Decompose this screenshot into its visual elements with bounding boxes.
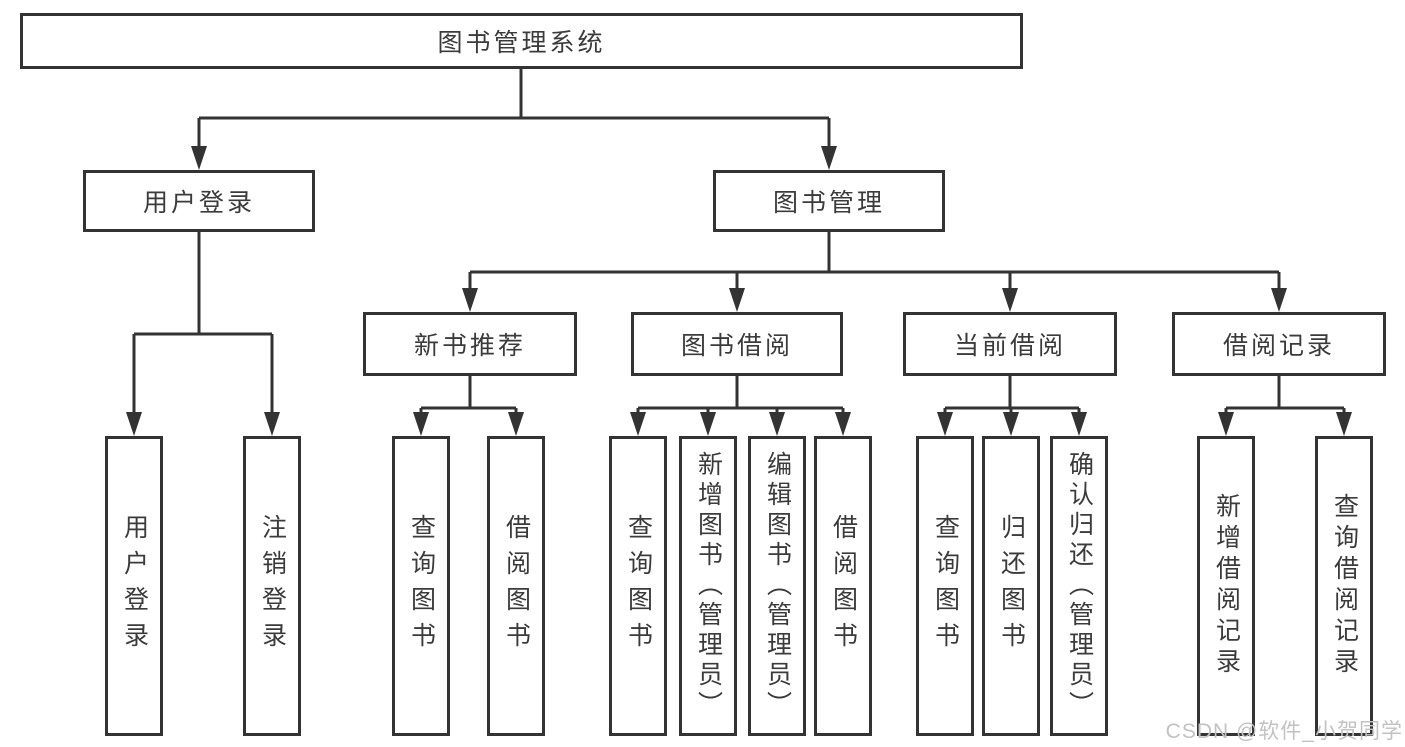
leaf-add-book-admin-label: 新增图书（管理员）: [694, 451, 723, 721]
arrowhead: [508, 412, 524, 436]
arrowhead: [1002, 288, 1018, 312]
arrowhead: [264, 412, 280, 436]
leaf-add-borrow-record: 新增借阅记录: [1197, 436, 1255, 736]
leaf-borrow-books-recommend-label: 借阅图书: [502, 514, 531, 658]
arrowheads: [126, 146, 1352, 436]
node-book-borrowing: 图书借阅: [631, 312, 843, 376]
node-borrowing-records: 借阅记录: [1172, 312, 1386, 376]
connector-book-management-to-level2: [468, 232, 1281, 294]
arrowhead: [1218, 412, 1234, 436]
leaf-query-books-recommend: 查询图书: [392, 436, 450, 736]
node-book-management: 图书管理: [713, 170, 945, 232]
node-borrowing-records-label: 借阅记录: [1222, 332, 1335, 360]
leaf-query-books-borrowing: 查询图书: [609, 436, 667, 736]
leaf-edit-book-admin-label: 编辑图书（管理员）: [763, 451, 792, 721]
node-current-borrowing-label: 当前借阅: [953, 332, 1066, 360]
leaf-user-login: 用户登录: [105, 436, 163, 736]
arrowhead: [835, 412, 851, 436]
leaf-query-borrow-record: 查询借阅记录: [1315, 436, 1373, 736]
node-book-borrowing-label: 图书借阅: [680, 332, 793, 360]
arrowhead: [1003, 412, 1019, 436]
connector-book-borrowing-to-leaves: [636, 376, 845, 418]
leaf-add-borrow-record-label: 新增借阅记录: [1212, 493, 1241, 679]
arrowhead: [700, 412, 716, 436]
node-new-book-recommend: 新书推荐: [363, 312, 577, 376]
leaf-logout: 注销登录: [243, 436, 301, 736]
leaf-confirm-return-admin: 确认归还（管理员）: [1050, 436, 1108, 736]
arrowhead: [821, 146, 837, 170]
leaf-query-books-recommend-label: 查询图书: [407, 514, 436, 658]
watermark: CSDN @软件_小贺同学: [1165, 720, 1403, 743]
leaf-add-book-admin: 新增图书（管理员）: [679, 436, 737, 736]
connector-current-borrowing-to-leaves: [943, 376, 1081, 418]
arrowhead: [1071, 412, 1087, 436]
leaf-borrow-books-borrowing-label: 借阅图书: [829, 514, 858, 658]
arrowhead: [413, 412, 429, 436]
leaf-borrow-books-recommend: 借阅图书: [487, 436, 545, 736]
arrowhead: [630, 412, 646, 436]
connector-root-to-level1: [197, 69, 831, 152]
connector-borrowing-records-to-leaves: [1224, 376, 1346, 418]
leaf-query-borrow-record-label: 查询借阅记录: [1330, 493, 1359, 679]
node-current-borrowing: 当前借阅: [903, 312, 1117, 376]
connector-new-book-recommend-to-leaves: [419, 376, 518, 418]
arrowhead: [462, 288, 478, 312]
leaf-user-login-label: 用户登录: [120, 514, 149, 658]
connector-user-login-to-leaves: [132, 232, 274, 418]
node-new-book-recommend-label: 新书推荐: [413, 332, 526, 360]
leaf-borrow-books-borrowing: 借阅图书: [814, 436, 872, 736]
node-user-login: 用户登录: [83, 170, 315, 232]
node-library-system-label: 图书管理系统: [437, 29, 606, 57]
leaf-query-books-current-label: 查询图书: [931, 514, 960, 658]
leaf-query-books-current: 查询图书: [916, 436, 974, 736]
arrowhead: [729, 288, 745, 312]
arrowhead: [126, 412, 142, 436]
arrowhead: [937, 412, 953, 436]
leaf-confirm-return-admin-label: 确认归还（管理员）: [1065, 451, 1094, 721]
node-book-management-label: 图书管理: [772, 189, 885, 217]
leaf-logout-label: 注销登录: [258, 514, 287, 658]
arrowhead: [1271, 288, 1287, 312]
leaf-return-book-label: 归还图书: [997, 514, 1026, 658]
arrowhead: [769, 412, 785, 436]
node-library-system: 图书管理系统: [20, 13, 1023, 69]
leaf-edit-book-admin: 编辑图书（管理员）: [748, 436, 806, 736]
node-user-login-label: 用户登录: [142, 189, 255, 217]
leaf-query-books-borrowing-label: 查询图书: [624, 514, 653, 658]
arrowhead: [191, 146, 207, 170]
leaf-return-book: 归还图书: [982, 436, 1040, 736]
arrowhead: [1336, 412, 1352, 436]
